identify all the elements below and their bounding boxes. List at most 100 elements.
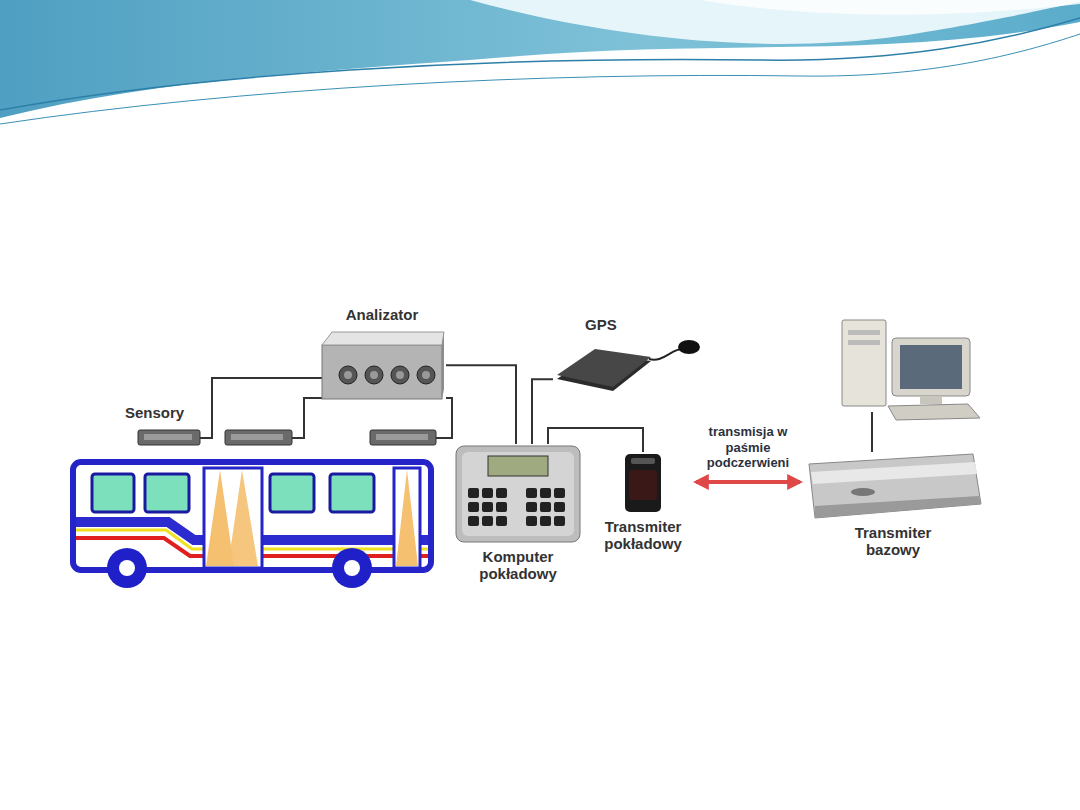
desktop-computer-part <box>842 320 886 406</box>
bus-part <box>145 474 189 512</box>
device-picture-part <box>339 366 357 384</box>
onboard-transmitter: Transmiter pokładowy <box>593 452 693 553</box>
sensors <box>138 430 436 445</box>
gps-unit: GPS <box>553 316 703 395</box>
sensor-wires-part <box>292 398 322 438</box>
desktop-computer-part <box>848 330 880 335</box>
header-wave-part <box>0 0 1080 118</box>
device-picture-part <box>815 496 981 518</box>
desktop-computer-part <box>892 338 970 396</box>
onboard-computer: Komputer pokładowy <box>454 444 582 583</box>
header-wave-part <box>470 0 1080 44</box>
device-picture-part <box>488 456 548 476</box>
sensors-part <box>144 434 192 440</box>
base-transmitter: Transmiter bazowy <box>803 452 983 559</box>
device-picture-part <box>540 488 551 498</box>
device-picture-part <box>625 454 661 512</box>
bus-part <box>107 548 147 588</box>
desktop-computer <box>842 320 980 420</box>
device-picture-part <box>365 366 383 384</box>
device-picture-part <box>496 502 507 512</box>
bus-part <box>228 470 258 566</box>
sensor-wires-part <box>871 412 873 452</box>
desktop-computer-part <box>848 340 880 345</box>
device-picture-part <box>370 371 378 379</box>
device-picture-part <box>496 516 507 526</box>
device-picture-part <box>554 502 565 512</box>
bus-part <box>204 468 262 568</box>
device-picture <box>454 444 582 544</box>
bus-part <box>92 474 134 512</box>
device-picture-part <box>631 458 655 464</box>
device-picture-part <box>554 516 565 526</box>
device-picture-part <box>344 371 352 379</box>
device-picture-part <box>526 502 537 512</box>
device-picture-part <box>851 488 875 496</box>
device-label: GPS <box>585 316 617 333</box>
bus-part <box>332 548 372 588</box>
sensors-part <box>231 434 283 440</box>
header-wave-part <box>0 26 1080 120</box>
device-picture-part <box>482 502 493 512</box>
header-wave-part <box>700 0 1080 15</box>
device-picture-part <box>482 516 493 526</box>
device-picture-part <box>442 332 444 399</box>
device-picture-part <box>396 371 404 379</box>
device-picture <box>318 327 446 403</box>
bus-part <box>206 470 234 566</box>
sensors-part <box>370 430 436 445</box>
bus <box>73 462 431 588</box>
wire <box>532 379 553 444</box>
device-picture-part <box>678 340 700 354</box>
device-picture-part <box>468 516 479 526</box>
device-picture <box>803 452 983 520</box>
device-picture-part <box>811 462 977 484</box>
bus-part <box>394 468 420 568</box>
device-picture-part <box>417 366 435 384</box>
sensors-part <box>225 430 292 445</box>
header-wave <box>0 0 1080 124</box>
device-picture-part <box>322 332 444 345</box>
analyzer-box: Analizator <box>318 306 446 403</box>
device-picture-part <box>526 488 537 498</box>
sensor-wires-part <box>436 398 452 438</box>
device-label: Transmiter pokładowy <box>593 518 693 553</box>
device-label: Komputer pokładowy <box>468 548 568 583</box>
wire <box>446 365 516 444</box>
device-picture <box>623 452 663 514</box>
desktop-computer-part <box>920 396 942 404</box>
header-wave-part <box>0 18 1080 110</box>
device-picture-part <box>540 516 551 526</box>
device-picture-part <box>391 366 409 384</box>
device-picture-part <box>496 488 507 498</box>
sensor-wires-part <box>200 378 322 438</box>
bus-part <box>330 474 374 512</box>
device-label: Transmiter bazowy <box>838 524 948 559</box>
desktop-computer-part <box>900 345 962 389</box>
header-wave-part <box>0 34 1080 124</box>
device-picture-part <box>322 345 442 399</box>
device-picture-part <box>809 454 981 518</box>
device-picture-part <box>482 488 493 498</box>
desktop-computer-part <box>888 404 980 420</box>
part-name: Sensory <box>125 404 184 421</box>
device-picture-part <box>557 349 651 387</box>
device-picture-part <box>462 452 574 536</box>
bus-part <box>119 560 135 576</box>
bus-part <box>270 474 314 512</box>
sensors-part <box>138 430 200 445</box>
device-label: Analizator <box>346 306 419 323</box>
edge-label: transmisja w paśmie podczerwieni <box>698 423 798 472</box>
bus-part <box>344 560 360 576</box>
device-picture-part <box>554 488 565 498</box>
device-picture-part <box>456 446 580 542</box>
device-picture-part <box>540 502 551 512</box>
device-picture-part <box>629 470 657 500</box>
device-picture-part <box>422 371 430 379</box>
device-picture <box>553 337 703 395</box>
bus-part <box>396 470 418 566</box>
device-picture-part <box>526 516 537 526</box>
sensors-part <box>376 434 428 440</box>
device-picture-part <box>468 488 479 498</box>
ir-link-arrow <box>696 480 800 484</box>
